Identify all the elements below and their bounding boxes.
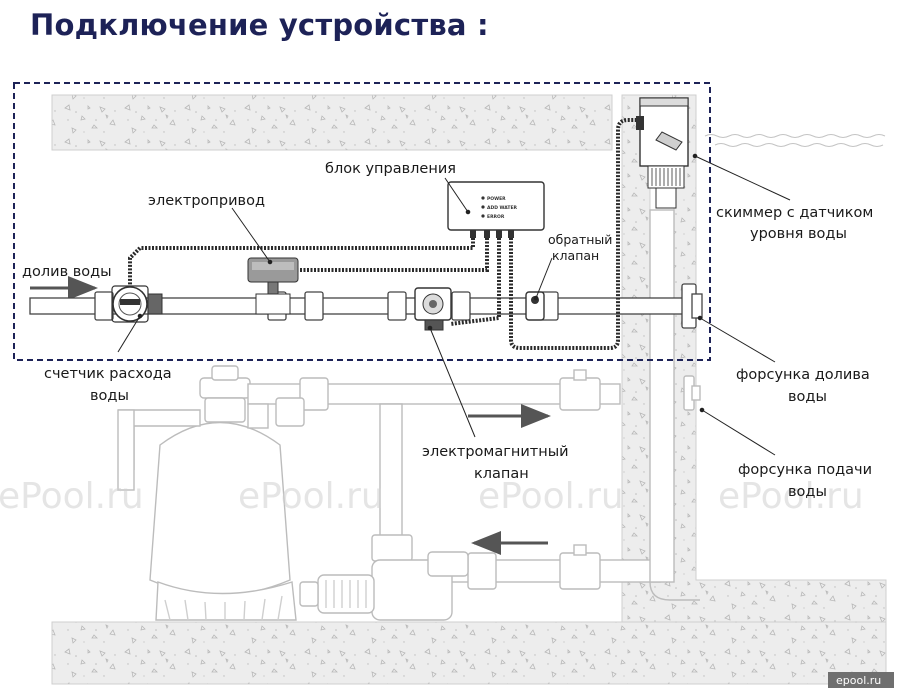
page-title: Подключение устройства : (30, 8, 489, 42)
skimmer (636, 97, 689, 209)
watermarks: ePool.ru ePool.ru ePool.ru ePool.ru (0, 476, 864, 517)
flow-meter (111, 285, 163, 323)
panel-error-label: ERROR (487, 214, 505, 220)
corner-watermark-text: epool.ru (836, 674, 881, 687)
corner-watermark: epool.ru (828, 672, 894, 688)
watermark: ePool.ru (718, 476, 864, 517)
labels: блок управления электропривод долив воды… (22, 161, 873, 500)
label-supply-nozzle-line1: форсунка подачи (738, 462, 872, 478)
cables (128, 118, 640, 350)
device-boundary (13, 82, 711, 361)
label-skimmer-line1: скиммер с датчиком (716, 205, 873, 221)
label-skimmer-line2: уровня воды (750, 226, 847, 242)
filter-system (117, 209, 700, 621)
label-flow-meter-line2: воды (90, 388, 129, 404)
label-check-valve-line1: обратный (548, 232, 612, 247)
fill-nozzle (683, 375, 701, 411)
label-fill-nozzle-line2: воды (788, 389, 827, 405)
label-fill-nozzle-line1: форсунка долива (736, 367, 870, 383)
label-actuator: электропривод (148, 193, 265, 209)
electric-actuator (247, 257, 299, 315)
label-solenoid-line2: клапан (474, 466, 529, 482)
label-solenoid-line1: электромагнитный (422, 444, 569, 460)
watermark: ePool.ru (0, 476, 144, 517)
label-water-fill: долив воды (22, 264, 112, 280)
solenoid-valve (414, 287, 452, 331)
label-check-valve-line2: клапан (552, 248, 599, 263)
label-control-unit: блок управления (325, 161, 456, 177)
watermark: ePool.ru (238, 476, 384, 517)
label-flow-meter-line1: счетчик расхода (44, 366, 172, 382)
panel-add-water-label: ADD WATER (487, 205, 518, 211)
control-unit: POWER ADD WATER ERROR (447, 181, 545, 238)
leader-lines (117, 153, 791, 456)
label-supply-nozzle-line2: воды (788, 484, 827, 500)
watermark: ePool.ru (478, 476, 624, 517)
flow-arrows (30, 276, 551, 555)
panel-power-label: POWER (487, 196, 506, 202)
water-surface (704, 134, 886, 147)
